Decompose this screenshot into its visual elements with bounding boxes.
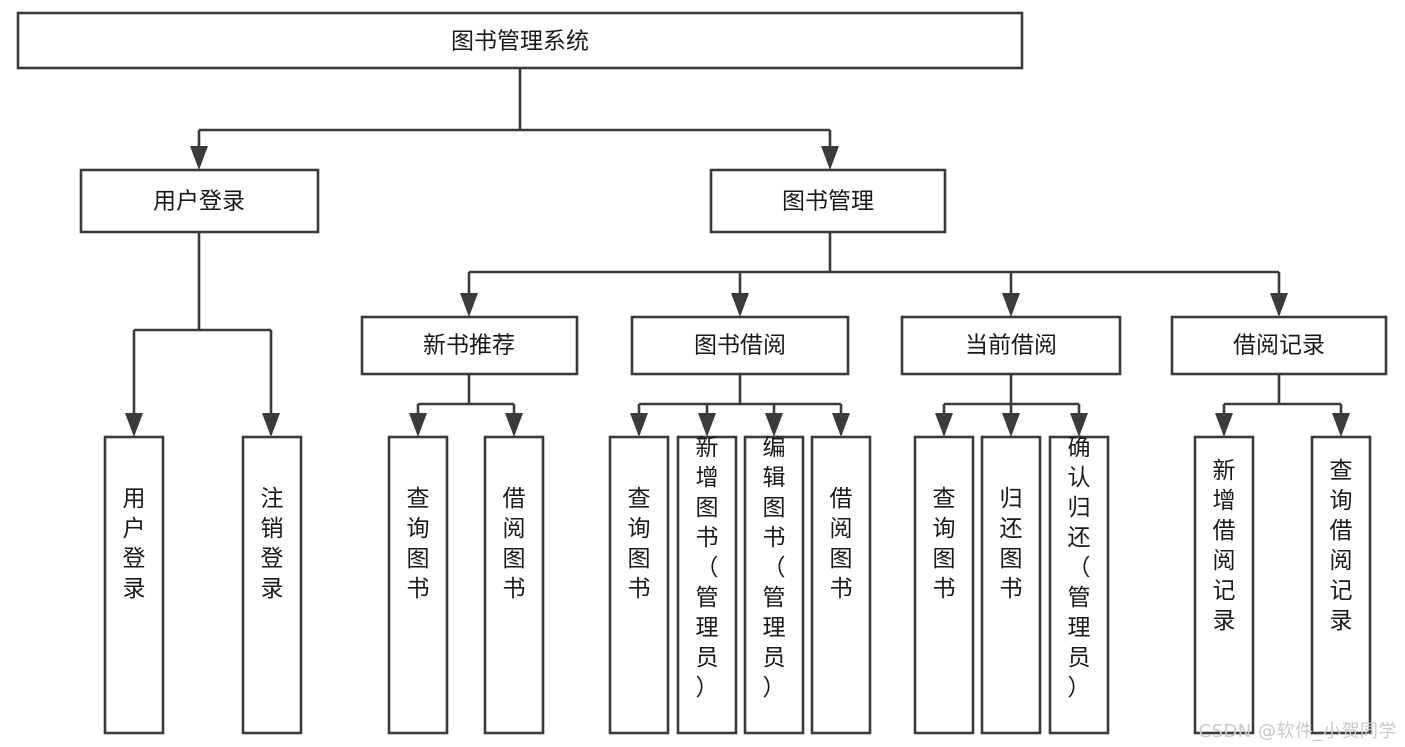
arrow-head-leaf-return-book [1002, 413, 1020, 437]
leaf-query-book-1-box[interactable] [387, 435, 449, 735]
node-book-manage[interactable]: 图书管理 [709, 168, 947, 234]
arrow-head-leaf-user-logout [262, 413, 280, 437]
arrow-head-current-borrow [1002, 293, 1020, 317]
arrow-head-leaf-confirm-return [1070, 413, 1088, 437]
leaf-user-logout-label: 注销登录 [261, 486, 284, 602]
node-leaf-return-book[interactable]: 归还图书 [980, 435, 1042, 735]
new-book-recommend-label: 新书推荐 [423, 333, 515, 359]
arrow-head-leaf-edit-book [765, 413, 783, 437]
leaf-query-book-2-box[interactable] [608, 435, 670, 735]
arrow-head-user-login [190, 146, 208, 170]
leaf-user-logout-box[interactable] [241, 435, 303, 735]
leaf-confirm-return-label: 确认归还（管理员） [1068, 435, 1091, 701]
leaf-borrow-book-1-label: 借阅图书 [503, 486, 526, 602]
leaf-borrow-book-2-label: 借阅图书 [830, 486, 853, 602]
leaf-user-login-label: 用户登录 [123, 486, 146, 602]
book-manage-label: 图书管理 [782, 189, 874, 215]
arrow-head-leaf-borrow-book-1 [505, 413, 523, 437]
arrow-head-leaf-borrow-book-2 [832, 413, 850, 437]
leaf-query-book-3-label: 查询图书 [933, 486, 956, 602]
node-leaf-query-book-3[interactable]: 查询图书 [913, 435, 975, 735]
leaf-confirm-return-box[interactable] [1048, 435, 1110, 735]
leaf-edit-book-label: 编辑图书（管理员） [763, 435, 786, 701]
arrow-head-borrow-record [1270, 293, 1288, 317]
leaf-borrow-book-1-box[interactable] [483, 435, 545, 735]
leaf-query-book-1-label: 查询图书 [407, 486, 430, 602]
node-book-borrow[interactable]: 图书借阅 [630, 315, 850, 376]
arrow-head-leaf-query-book-1 [409, 413, 427, 437]
node-leaf-confirm-return[interactable]: 确认归还（管理员） [1048, 435, 1110, 735]
node-leaf-add-book[interactable]: 新增图书（管理员） [676, 435, 738, 735]
current-borrow-box[interactable] [900, 315, 1122, 376]
book-manage-box[interactable] [709, 168, 947, 234]
node-user-login[interactable]: 用户登录 [79, 168, 320, 234]
leaf-return-book-label: 归还图书 [1000, 486, 1023, 602]
arrow-head-leaf-add-record [1215, 413, 1233, 437]
arrow-head-new-book-recommend [460, 293, 478, 317]
node-current-borrow[interactable]: 当前借阅 [900, 315, 1122, 376]
node-leaf-borrow-book-1[interactable]: 借阅图书 [483, 435, 545, 735]
arrow-head-leaf-query-record [1332, 413, 1350, 437]
leaf-borrow-book-2-box[interactable] [810, 435, 872, 735]
node-leaf-user-login[interactable]: 用户登录 [103, 435, 165, 735]
leaf-user-login-box[interactable] [103, 435, 165, 735]
arrow-head-book-manage [821, 146, 839, 170]
leaf-add-record-box[interactable] [1193, 435, 1255, 735]
node-leaf-borrow-book-2[interactable]: 借阅图书 [810, 435, 872, 735]
edges-layer [125, 68, 1350, 437]
arrow-head-leaf-user-login [125, 413, 143, 437]
node-leaf-user-logout[interactable]: 注销登录 [241, 435, 303, 735]
root-label: 图书管理系统 [451, 29, 589, 55]
book-borrow-label: 图书借阅 [694, 333, 786, 359]
new-book-recommend-box[interactable] [360, 315, 579, 376]
arrow-head-leaf-query-book-2 [630, 413, 648, 437]
node-leaf-query-record[interactable]: 查询借阅记录 [1310, 435, 1372, 735]
leaf-query-record-box[interactable] [1310, 435, 1372, 735]
borrow-record-label: 借阅记录 [1233, 333, 1325, 359]
leaf-query-book-3-box[interactable] [913, 435, 975, 735]
leaf-query-book-2-label: 查询图书 [628, 486, 651, 602]
node-new-book-recommend[interactable]: 新书推荐 [360, 315, 579, 376]
arrow-head-book-borrow [731, 293, 749, 317]
current-borrow-label: 当前借阅 [965, 333, 1057, 359]
leaf-edit-book-box[interactable] [743, 435, 805, 735]
leaf-query-record-label: 查询借阅记录 [1330, 458, 1353, 634]
leaf-add-record-label: 新增借阅记录 [1213, 458, 1236, 634]
book-borrow-box[interactable] [630, 315, 850, 376]
user-login-box[interactable] [79, 168, 320, 234]
root-box[interactable] [16, 11, 1024, 70]
node-leaf-query-book-2[interactable]: 查询图书 [608, 435, 670, 735]
leaf-return-book-box[interactable] [980, 435, 1042, 735]
leaf-add-book-box[interactable] [676, 435, 738, 735]
node-leaf-query-book-1[interactable]: 查询图书 [387, 435, 449, 735]
user-login-label: 用户登录 [153, 189, 245, 215]
node-leaf-edit-book[interactable]: 编辑图书（管理员） [743, 435, 805, 735]
node-leaf-add-record[interactable]: 新增借阅记录 [1193, 435, 1255, 735]
arrow-head-leaf-add-book [698, 413, 716, 437]
borrow-record-box[interactable] [1170, 315, 1388, 376]
leaf-add-book-label: 新增图书（管理员） [696, 435, 719, 701]
arrow-head-leaf-query-book-3 [935, 413, 953, 437]
node-borrow-record[interactable]: 借阅记录 [1170, 315, 1388, 376]
node-root[interactable]: 图书管理系统 [16, 11, 1024, 70]
